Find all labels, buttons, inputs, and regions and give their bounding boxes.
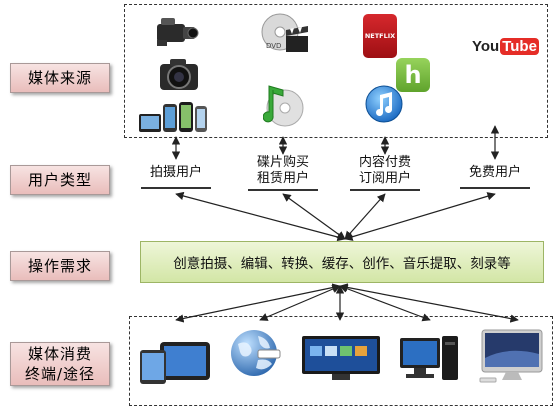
- user-type-shooting: 拍摄用户: [134, 165, 218, 181]
- label-media-source: 媒体来源: [10, 63, 110, 93]
- user-type-subscription-line1: 内容付费: [358, 155, 411, 170]
- hulu-logo-icon: h: [396, 58, 430, 92]
- music-disc-icon: [263, 85, 304, 127]
- label-consumer-terminal-line2: 终端/途径: [24, 365, 96, 383]
- user-type-disc-line2: 租赁用户: [256, 171, 309, 186]
- user-type-disc: 碟片购买 租赁用户: [241, 155, 325, 187]
- itunes-logo-icon: [365, 85, 403, 123]
- user-type-subscription-underline: [350, 189, 420, 191]
- slr-camera-icon: [160, 59, 198, 90]
- user-type-disc-underline: [248, 189, 318, 191]
- video-camera-icon: [157, 18, 199, 46]
- internet-globe-icon: [231, 330, 281, 376]
- hulu-logo-text: h: [404, 61, 422, 89]
- user-type-disc-line1: 碟片购买: [256, 155, 309, 170]
- label-user-type: 用户类型: [10, 165, 110, 195]
- user-type-free: 免费用户: [453, 165, 537, 181]
- dvd-logo-text: DVD: [266, 42, 281, 50]
- desktop-pc-icon: [400, 336, 458, 380]
- netflix-logo-icon: NETFLIX: [363, 14, 397, 58]
- youtube-logo-you: You: [472, 37, 500, 55]
- user-type-shooting-line1: 拍摄用户: [149, 165, 202, 180]
- user-type-shooting-underline: [141, 187, 211, 189]
- mobile-devices-icon: [139, 102, 207, 132]
- media-source-box: [124, 4, 548, 138]
- netflix-logo-text: NETFLIX: [364, 32, 396, 40]
- youtube-logo-tube: Tube: [500, 37, 539, 55]
- label-operation-needs: 操作需求: [10, 251, 110, 281]
- user-type-free-underline: [460, 187, 530, 189]
- youtube-logo-icon: You Tube: [472, 36, 539, 56]
- television-icon: [302, 336, 380, 380]
- user-type-free-line1: 免费用户: [468, 165, 521, 180]
- operations-box: 创意拍摄、编辑、转换、缓存、创作、音乐提取、刻录等: [140, 241, 544, 283]
- label-consumer-terminal: 媒体消费 终端/途径: [10, 342, 110, 386]
- tablet-devices-icon: [140, 342, 210, 384]
- label-consumer-terminal-line1: 媒体消费: [27, 345, 92, 363]
- user-type-subscription-line2: 订阅用户: [358, 171, 411, 186]
- imac-computer-icon: [479, 329, 543, 383]
- dvd-movie-icon: DVD: [261, 13, 308, 52]
- user-type-subscription: 内容付费 订阅用户: [343, 155, 427, 187]
